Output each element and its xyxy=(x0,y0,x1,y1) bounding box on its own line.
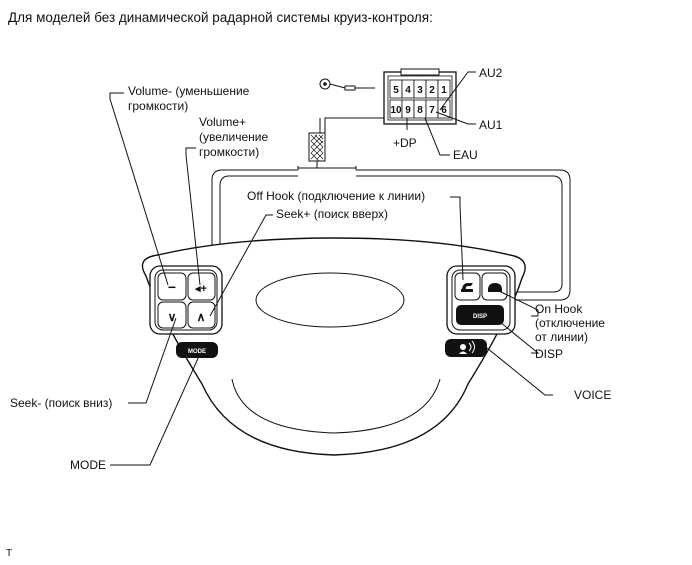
seek-down-button[interactable]: ∨ xyxy=(168,310,177,324)
mode-button[interactable]: MODE xyxy=(188,349,206,355)
label-au1: AU1 xyxy=(479,118,503,132)
diagram-labels: AU2 AU1 +DP EAU Volume- (уменьшение гром… xyxy=(10,66,611,472)
disp-button[interactable]: DISP xyxy=(473,314,487,320)
page-heading: Для моделей без динамической радарной си… xyxy=(8,10,433,25)
connector-pin-label: 4 xyxy=(405,85,411,96)
connector-pin-label: 9 xyxy=(405,105,411,116)
connector-pin-label: 3 xyxy=(417,85,423,96)
phone-pickup-icon[interactable] xyxy=(461,283,473,292)
corner-mark: T xyxy=(6,548,13,559)
label-seek-minus: Seek- (поиск вниз) xyxy=(10,396,112,410)
label-au2: AU2 xyxy=(479,66,503,80)
connector-pin-label: 10 xyxy=(390,105,402,116)
phone-hangup-icon[interactable] xyxy=(488,283,502,292)
label-on-hook: On Hook (отключение от линии) xyxy=(535,302,608,344)
label-seek-plus: Seek+ (поиск вверх) xyxy=(276,207,388,221)
label-dp: +DP xyxy=(393,136,417,150)
leader-lines xyxy=(109,71,553,466)
label-off-hook: Off Hook (подключение к линии) xyxy=(247,189,425,203)
left-switch-cluster: − ◂+ ∨ ∧ MODE xyxy=(149,265,223,358)
label-voice: VOICE xyxy=(574,388,611,402)
connector-pin-label: 8 xyxy=(417,105,423,116)
connector-pin-label: 2 xyxy=(429,85,435,96)
ground-terminal xyxy=(319,78,375,91)
label-volume-minus: Volume- (уменьшение громкости) xyxy=(128,84,253,113)
seek-up-button[interactable]: ∧ xyxy=(197,310,206,324)
volume-plus-button[interactable]: ◂+ xyxy=(194,283,207,295)
steering-wheel-pad xyxy=(141,237,526,456)
wire-harness xyxy=(211,117,571,301)
label-volume-plus: Volume+ (увеличение громкости) xyxy=(199,115,272,159)
connector-pin-label: 1 xyxy=(441,85,447,96)
voice-command-icon[interactable] xyxy=(459,340,475,354)
label-disp: DISP xyxy=(535,347,563,361)
volume-minus-button[interactable]: − xyxy=(168,279,176,295)
connector-pin-cell xyxy=(437,79,451,99)
label-mode: MODE xyxy=(70,458,106,472)
label-eau: EAU xyxy=(453,148,478,162)
connector-pin-label: 6 xyxy=(441,105,447,116)
right-switch-cluster: DISP xyxy=(445,265,516,357)
connector-pin-label: 7 xyxy=(429,105,435,116)
connector-pin-label: 5 xyxy=(393,85,399,96)
